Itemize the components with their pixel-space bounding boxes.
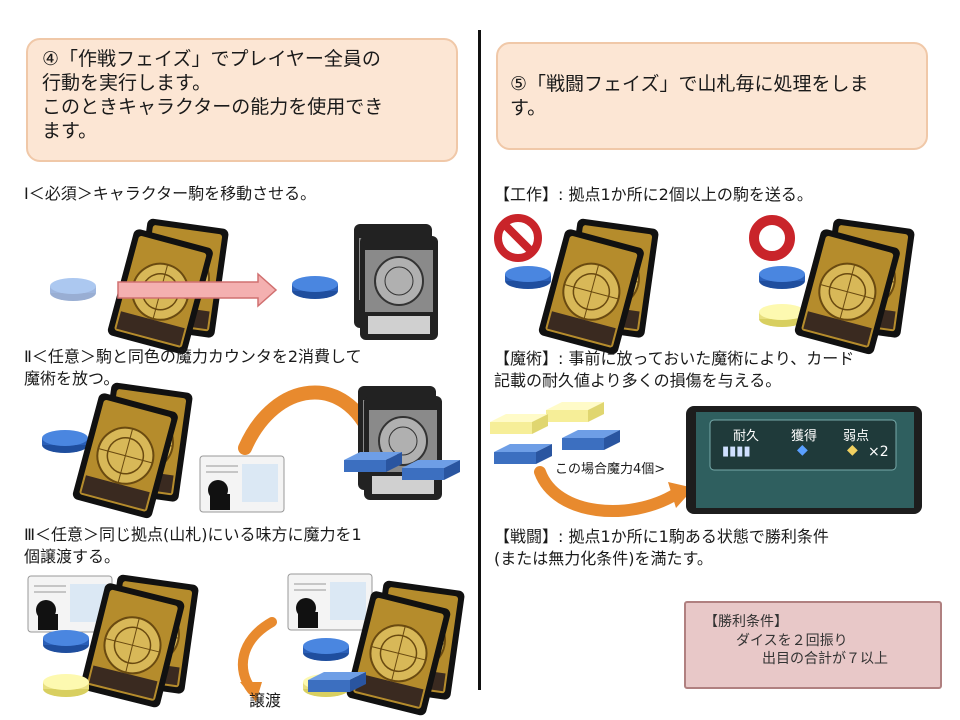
ok-icon bbox=[749, 215, 795, 261]
magic-line: 【魔術】: 事前に放っておいた魔術により、カード bbox=[494, 349, 855, 368]
step3-line: Ⅲ＜任意＞同じ拠点(山札)にいる味方に魔力を1 bbox=[24, 525, 362, 544]
step3-illustration bbox=[27, 573, 467, 718]
victory-title: 【勝利条件】 bbox=[704, 614, 788, 630]
callout-line: ⑤「戦闘フェイズ」で山札毎に処理をしま bbox=[510, 73, 869, 95]
target-card bbox=[686, 406, 922, 514]
magic-line: 記載の耐久値より多くの損傷を与える。 bbox=[494, 371, 782, 390]
no-icon bbox=[494, 214, 542, 262]
ghost-blue-piece bbox=[50, 278, 96, 301]
blue-piece bbox=[505, 266, 551, 289]
blue-piece bbox=[42, 430, 88, 453]
step3-text: Ⅲ＜任意＞同じ拠点(山札)にいる味方に魔力を1 個譲渡する。 bbox=[24, 524, 362, 568]
step2-line: 魔術を放つ。 bbox=[24, 369, 120, 388]
mana-counter bbox=[562, 430, 620, 450]
victory-line: ダイスを２回振り bbox=[736, 633, 848, 649]
mana-counter bbox=[494, 444, 552, 464]
transfer-label: 譲渡 bbox=[249, 691, 282, 710]
move-arrow bbox=[117, 272, 278, 308]
sabotage-text: 【工作】: 拠点1か所に2個以上の駒を送る。 bbox=[494, 185, 813, 204]
callout-line: 行動を実行します。 bbox=[42, 72, 212, 94]
transfer-arrow bbox=[237, 617, 277, 695]
gain-icon: ◆ bbox=[797, 442, 808, 458]
step1-text: Ⅰ＜必須＞キャラクター駒を移動させる。 bbox=[24, 184, 317, 203]
yellow-piece bbox=[43, 674, 89, 697]
cast-arrow bbox=[238, 385, 379, 455]
victory-condition-card bbox=[684, 601, 942, 689]
durability-stat: 耐久 bbox=[733, 429, 760, 444]
blue-piece bbox=[303, 638, 349, 661]
strategy-phase-text: ④「作戦フェイズ」でプレイヤー全員の 行動を実行します。 このときキャラクターの… bbox=[42, 47, 383, 143]
battle-line: (または無力化条件)を満たす。 bbox=[494, 549, 713, 568]
blue-piece bbox=[292, 276, 338, 299]
callout-line: ます。 bbox=[42, 120, 98, 142]
step2-text: Ⅱ＜任意＞駒と同色の魔力カウンタを2消費して 魔術を放つ。 bbox=[24, 346, 362, 390]
battle-phase-text: ⑤「戦闘フェイズ」で山札毎に処理をしま す。 bbox=[510, 72, 868, 120]
battle-line: 【戦闘】: 拠点1か所に1駒ある状態で勝利条件 bbox=[494, 527, 829, 546]
mana-counter bbox=[490, 414, 548, 434]
weakness-stat: 弱点 bbox=[843, 429, 870, 444]
char-card bbox=[70, 391, 181, 521]
battle-text: 【戦闘】: 拠点1か所に1駒ある状態で勝利条件 (または無力化条件)を満たす。 bbox=[494, 526, 829, 570]
durability-icons: ▮▮▮▮ bbox=[722, 444, 751, 459]
char-card bbox=[792, 227, 903, 357]
callout-line: ④「作戦フェイズ」でプレイヤー全員の bbox=[42, 48, 381, 70]
deck-card bbox=[363, 395, 443, 501]
status-card bbox=[199, 455, 285, 513]
strategy-phase-callout bbox=[26, 38, 458, 162]
step2-illustration bbox=[42, 381, 460, 521]
battle-phase-callout bbox=[496, 42, 928, 150]
deck-card bbox=[359, 235, 439, 341]
weakness-icon: ◆ bbox=[847, 442, 858, 458]
status-card bbox=[287, 573, 373, 631]
gain-stat: 獲得 bbox=[791, 429, 818, 444]
sabotage-illustration bbox=[494, 214, 917, 357]
callout-line: す。 bbox=[510, 97, 547, 119]
mana-note: この場合魔力4個> bbox=[553, 458, 668, 477]
weakness-multiplier: ×2 bbox=[868, 444, 889, 460]
step3-line: 個譲渡する。 bbox=[24, 547, 121, 566]
step2-line: Ⅱ＜任意＞駒と同色の魔力カウンタを2消費して bbox=[24, 347, 362, 366]
mana-counter bbox=[546, 402, 604, 422]
column-divider bbox=[478, 30, 481, 690]
mana-arrow bbox=[534, 466, 682, 517]
victory-line: 出目の合計が７以上 bbox=[762, 651, 888, 667]
callout-line: このときキャラクターの能力を使用でき bbox=[42, 96, 384, 118]
magic-illustration bbox=[490, 402, 922, 517]
char-card bbox=[536, 227, 647, 357]
blue-piece bbox=[759, 266, 805, 289]
step1-illustration bbox=[50, 217, 439, 357]
blue-piece bbox=[43, 630, 89, 653]
magic-text: 【魔術】: 事前に放っておいた魔術により、カード 記載の耐久値より多くの損傷を与… bbox=[494, 348, 854, 392]
